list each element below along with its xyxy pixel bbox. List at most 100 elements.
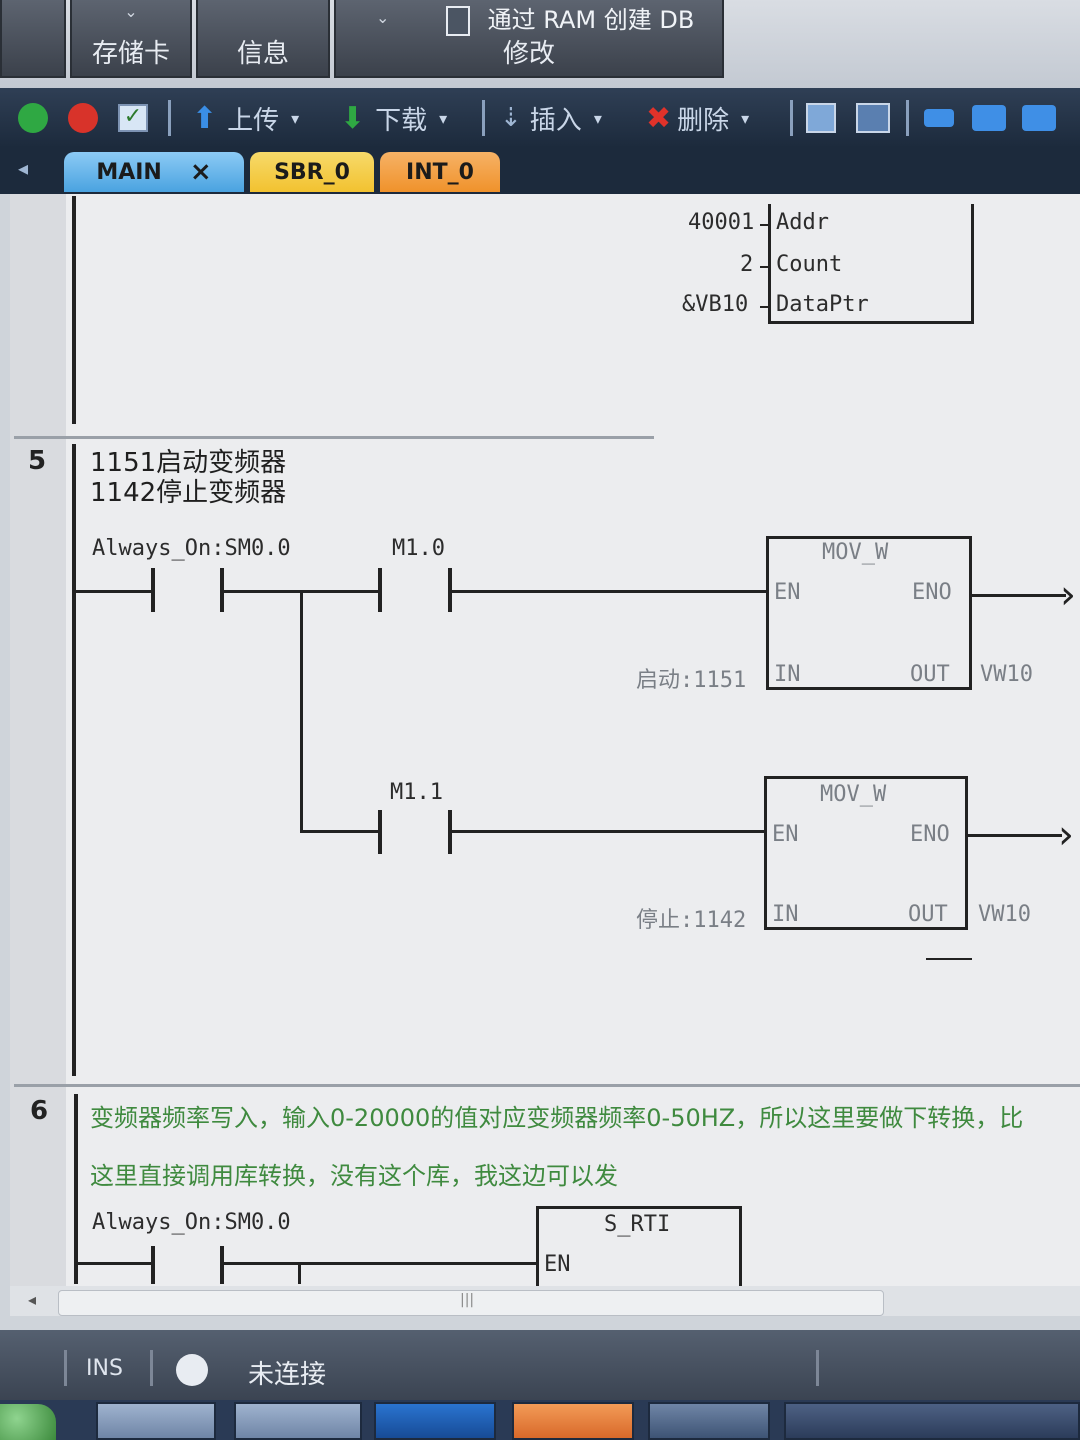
bookmark-prev-icon <box>1022 105 1056 131</box>
create-db-label: 通过 RAM 创建 DB <box>487 6 695 34</box>
wire <box>300 830 380 833</box>
taskbar-app-1[interactable] <box>96 1402 216 1440</box>
toolbar-separator <box>790 100 793 136</box>
insert-label: 插入 <box>529 105 582 136</box>
tab-main[interactable]: MAIN × <box>64 152 244 192</box>
out-operand[interactable]: VW10 <box>980 662 1033 687</box>
contact-m1-1-left[interactable] <box>378 810 382 854</box>
contact-always-on-left[interactable] <box>151 568 155 612</box>
tab-scroll-left-icon[interactable]: ◂ <box>18 156 29 180</box>
insert-button[interactable]: ⇣ 插入 ▾ <box>500 98 602 138</box>
contact-always-on-right[interactable] <box>220 1246 224 1284</box>
scroll-left-arrow-icon[interactable]: ◂ <box>28 1290 37 1309</box>
power-rail <box>74 1094 78 1284</box>
in-operand[interactable]: 停止:1142 <box>636 908 747 933</box>
create-db-from-ram-button[interactable]: 通过 RAM 创建 DB <box>446 0 694 36</box>
insert-icon: ⇣ <box>500 103 522 133</box>
run-icon <box>18 103 48 133</box>
comment-line: 1142停止变频器 <box>90 478 287 508</box>
out-operand[interactable]: VW10 <box>978 902 1031 927</box>
taskbar-app-pdf[interactable] <box>512 1402 634 1440</box>
power-rail <box>72 196 76 424</box>
pin-eno: ENO <box>912 580 952 605</box>
param-value-addr: 40001 <box>688 210 755 235</box>
tab-sbr-0[interactable]: SBR_0 <box>250 152 374 192</box>
document-icon <box>446 6 470 36</box>
connection-status-icon <box>176 1354 208 1386</box>
toolbar-separator <box>168 100 171 136</box>
wire <box>760 306 768 308</box>
status-separator <box>816 1350 819 1386</box>
pin-count: Count <box>776 252 843 277</box>
bookmark-button-2[interactable] <box>972 98 1006 138</box>
compile-check-icon: ✓ <box>118 104 148 132</box>
compile-button[interactable]: ✓ <box>118 98 148 138</box>
contact-label-m1-0: M1.0 <box>392 536 445 561</box>
network-gutter <box>10 194 66 1286</box>
download-button[interactable]: ⬇ 下载 ▾ <box>340 98 447 138</box>
taskbar-app-monitor[interactable] <box>648 1402 770 1440</box>
delete-label: 删除 <box>677 105 730 136</box>
mov-w-block-stop[interactable] <box>764 776 968 930</box>
comment-line: 1151启动变频器 <box>90 448 287 478</box>
bookmark-button-1[interactable] <box>924 98 954 138</box>
start-button-icon[interactable] <box>0 1404 56 1440</box>
pin-en: EN <box>544 1252 571 1277</box>
pin-out: OUT <box>910 662 950 687</box>
bookmark-button-3[interactable] <box>1022 98 1056 138</box>
contact-label-m1-1: M1.1 <box>390 780 443 805</box>
bookmark-icon <box>924 109 954 127</box>
network-comment-line[interactable]: 变频器频率写入，输入0-20000的值对应变频器频率0-50HZ，所以这里要做下… <box>90 1104 1024 1132</box>
download-label: 下载 <box>375 105 428 136</box>
chevron-down-icon: ⌄ <box>124 2 138 21</box>
rung-end-arrow-icon: › <box>1058 812 1074 858</box>
contact-label-always-on: Always_On:SM0.0 <box>92 1210 291 1235</box>
contact-m1-0-left[interactable] <box>378 568 382 612</box>
delete-button[interactable]: ✖ 删除 ▾ <box>646 98 749 138</box>
param-value-dataptr: &VB10 <box>682 292 749 317</box>
ribbon-group-modify[interactable]: ⌄ 通过 RAM 创建 DB 修改 <box>334 0 724 78</box>
pin-in: IN <box>772 902 799 927</box>
contact-always-on-left[interactable] <box>151 1246 155 1284</box>
s-rti-block[interactable] <box>536 1206 742 1286</box>
ribbon-group-info[interactable]: 信息 <box>196 0 330 78</box>
wire <box>760 266 768 268</box>
network-number: 6 <box>30 1096 49 1126</box>
contact-label-always-on: Always_On:SM0.0 <box>92 536 291 561</box>
stop-button[interactable] <box>68 98 98 138</box>
pin-in: IN <box>774 662 801 687</box>
connection-status-text: 未连接 <box>248 1360 327 1390</box>
tab-label: INT_0 <box>406 159 474 185</box>
toolbar <box>0 88 1080 148</box>
network-divider <box>14 436 654 439</box>
chevron-down-icon: ▾ <box>291 108 300 128</box>
network-number: 5 <box>28 446 47 476</box>
network-icon-button-1[interactable] <box>806 98 836 138</box>
network-icon-button-2[interactable] <box>856 98 890 138</box>
network-icon <box>806 103 836 133</box>
taskbar-app-3[interactable] <box>374 1402 496 1440</box>
taskbar-app-2[interactable] <box>234 1402 362 1440</box>
block-title: MOV_W <box>822 540 889 565</box>
network-icon <box>856 103 890 133</box>
scrollbar-thumb[interactable] <box>58 1290 884 1316</box>
network-comment-line[interactable]: 这里直接调用库转换，没有这个库，我这边可以发 <box>90 1162 618 1190</box>
upload-label: 上传 <box>227 105 280 136</box>
tab-int-0[interactable]: INT_0 <box>380 152 500 192</box>
network-divider <box>14 1084 1080 1087</box>
network-comment[interactable]: 1151启动变频器 1142停止变频器 <box>90 448 286 508</box>
toolbar-separator <box>482 100 485 136</box>
status-separator <box>64 1350 67 1386</box>
branch-wire <box>298 1262 301 1284</box>
mov-w-block-start[interactable] <box>766 536 972 690</box>
upload-button[interactable]: ⬆ 上传 ▾ <box>192 98 299 138</box>
ribbon-group-stub <box>0 0 66 78</box>
in-operand[interactable]: 启动:1151 <box>636 668 747 693</box>
function-block-tail <box>768 204 974 324</box>
run-button[interactable] <box>18 98 48 138</box>
ribbon-group-memory-card[interactable]: ⌄ 存储卡 <box>70 0 192 78</box>
ladder-editor[interactable] <box>10 194 1080 1294</box>
status-bar <box>0 1330 1080 1400</box>
pin-eno: ENO <box>910 822 950 847</box>
close-icon[interactable]: × <box>189 157 212 187</box>
